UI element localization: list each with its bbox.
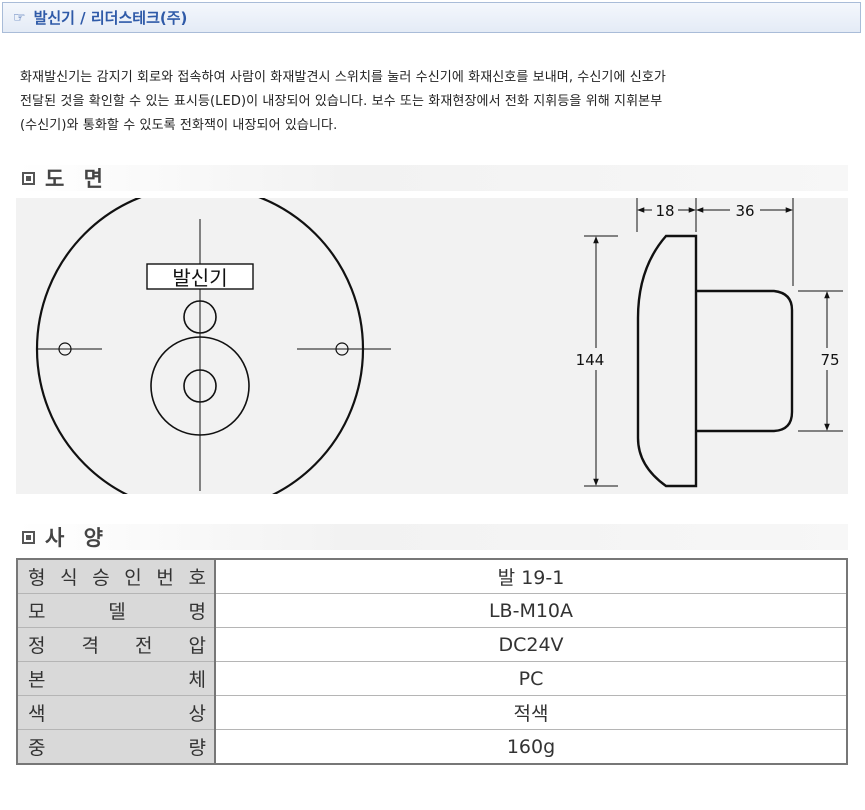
push-button-outer [150, 336, 250, 436]
page-title: 발신기 / 리더스테크(주) [33, 9, 188, 27]
table-row: 형 식 승 인 번 호 발 19-1 [16, 558, 848, 594]
spec-value: LB-M10A [214, 593, 848, 628]
mounting-hole-left [58, 342, 72, 356]
spec-key-char: 량 [188, 737, 206, 759]
spec-key-char: 승 [92, 567, 110, 589]
front-view: 발신기 [35, 198, 391, 494]
spec-key-char: 식 [60, 567, 78, 589]
dim-label-75: 75 [820, 351, 839, 369]
spec-key: 모 델 명 [16, 593, 216, 628]
intro-line: 화재발신기는 감지기 회로와 접속하여 사람이 화재발견시 스위치를 눌러 수신… [20, 70, 666, 85]
table-row: 모 델 명 LB-M10A [16, 593, 848, 628]
front-label-box [146, 263, 254, 290]
spec-key: 형 식 승 인 번 호 [16, 558, 216, 594]
intro-line: 전달된 것을 확인할 수 있는 표시등(LED)이 내장되어 있습니다. 보수 … [20, 94, 663, 109]
spec-table: 형 식 승 인 번 호 발 19-1 모 델 명 LB-M10A [16, 558, 848, 765]
led-indicator-circle [183, 300, 217, 334]
spec-section-title: 사 양 [45, 526, 109, 550]
dim-label-36: 36 [735, 202, 754, 220]
mounting-hole-right [335, 342, 349, 356]
spec-key-char: 번 [156, 567, 174, 589]
square-bullet-icon [22, 530, 35, 544]
spec-key-char: 격 [81, 635, 99, 657]
body-outline [696, 289, 794, 433]
spec-key: 색 상 [16, 695, 216, 730]
spec-key: 중 량 [16, 729, 216, 765]
spec-key: 본 체 [16, 661, 216, 696]
spec-value: PC [214, 661, 848, 696]
spec-key-char: 체 [188, 669, 206, 691]
spec-value: 160g [214, 729, 848, 765]
push-button-inner [183, 369, 217, 403]
page-header: ☞ 발신기 / 리더스테크(주) [2, 2, 861, 33]
spec-key-char: 상 [188, 703, 206, 725]
drawing-section-header: 도 면 [16, 165, 848, 191]
spec-key-char: 형 [28, 567, 46, 589]
intro-line: (수신기)와 통화할 수 있도록 전화잭이 내장되어 있습니다. [20, 118, 338, 133]
dim-label-18: 18 [655, 202, 674, 220]
spec-key-char: 정 [28, 635, 46, 657]
front-label: 발신기 [172, 266, 227, 290]
table-row: 본 체 PC [16, 661, 848, 696]
spec-value: 적색 [214, 695, 848, 730]
pointing-hand-icon: ☞ [13, 9, 26, 26]
side-view: 18 36 144 75 [572, 198, 844, 488]
spec-key-char: 델 [108, 601, 126, 623]
spec-key-char: 중 [28, 737, 46, 759]
spec-section-header: 사 양 [16, 524, 848, 550]
intro-paragraph: 화재발신기는 감지기 회로와 접속하여 사람이 화재발견시 스위치를 눌러 수신… [20, 66, 825, 138]
dim-label-144: 144 [576, 351, 605, 369]
spec-key-char: 색 [28, 703, 46, 725]
spec-key-char: 전 [135, 635, 153, 657]
spec-key-char: 인 [124, 567, 142, 589]
spec-value: DC24V [214, 627, 848, 662]
drawing-section-title: 도 면 [45, 167, 109, 191]
drawing-canvas: 발신기 18 36 144 75 [35, 198, 844, 494]
spec-key-char: 모 [28, 601, 46, 623]
square-bullet-icon [22, 171, 35, 185]
spec-key: 정 격 전 압 [16, 627, 216, 662]
spec-key-char: 본 [28, 669, 46, 691]
spec-key-char: 호 [188, 567, 206, 589]
table-row: 정 격 전 압 DC24V [16, 627, 848, 662]
table-row: 중 량 160g [16, 729, 848, 765]
technical-drawing: 발신기 18 36 144 75 [16, 198, 848, 494]
spec-key-char: 압 [188, 635, 206, 657]
table-row: 색 상 적색 [16, 695, 848, 730]
side-outline [636, 234, 698, 488]
spec-key-char: 명 [188, 601, 206, 623]
spec-value: 발 19-1 [214, 558, 848, 594]
